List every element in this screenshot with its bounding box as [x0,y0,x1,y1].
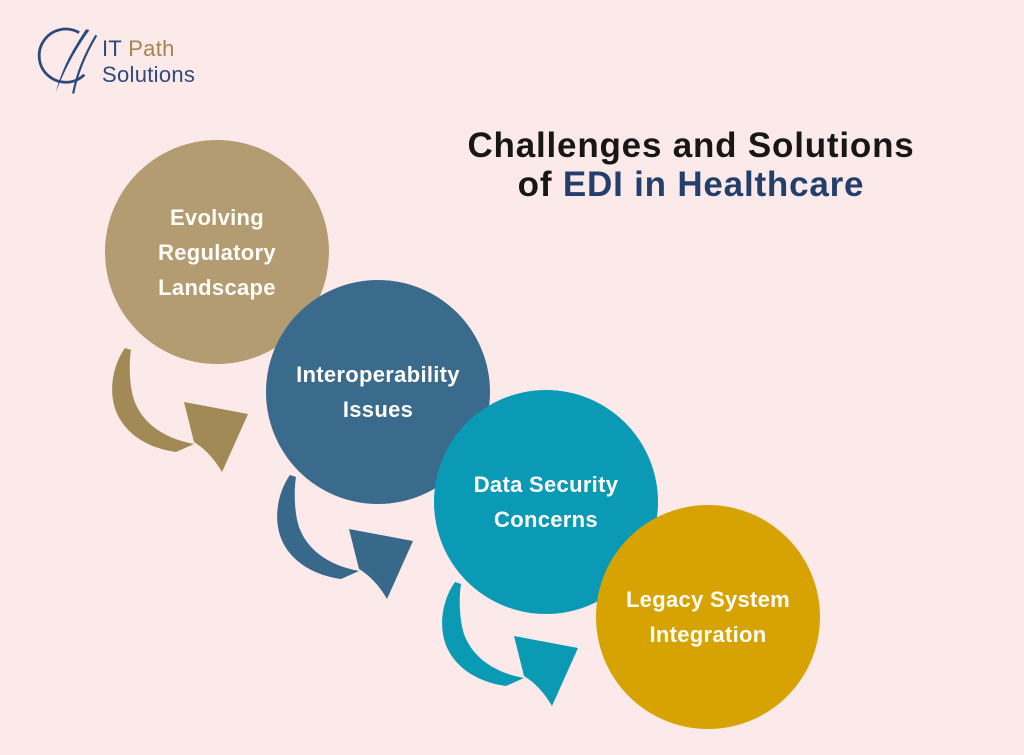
challenge-circle-legacy-system-integration: Legacy System Integration [596,505,820,729]
logo-line-1: IT Path [102,36,195,62]
circle-label-line: Evolving [169,204,265,230]
page-title: Challenges and Solutions of EDI in Healt… [408,126,974,204]
logo-path: Path [128,36,175,61]
title-line-1: Challenges and Solutions [467,126,915,165]
title-of: of [517,165,563,204]
circle-label-line: Interoperability [296,362,460,387]
it-path-solutions-logo-icon [37,27,98,94]
circle-label-line: Legacy System [625,587,791,612]
circle-label-line: Issues [342,397,414,422]
circle-label-line: Concerns [494,507,598,532]
curved-arrow-icon-1 [112,348,248,472]
circle-label-line: Regulatory [158,239,276,265]
logo: IT Path Solutions [26,24,195,98]
circle-label-line: Landscape [158,274,276,300]
logo-text: IT Path Solutions [102,36,195,88]
title-highlight: EDI in Healthcare [562,165,865,204]
logo-line-2: Solutions [102,62,196,87]
circle-label: Interoperability Issues [296,357,460,427]
curved-arrow-icon-3 [442,582,578,706]
title-line-2: of EDI in Healthcare [408,165,974,204]
circle-label: Data Security Concerns [474,467,619,537]
circle-label-line: Data Security [473,472,619,497]
circle-label: Evolving Regulatory Landscape [158,200,276,305]
circle-label: Legacy System Integration [626,582,790,652]
curved-arrow-icon-2 [277,475,413,599]
circle-label-line: Integration [649,622,767,647]
logo-it: IT [102,36,122,61]
